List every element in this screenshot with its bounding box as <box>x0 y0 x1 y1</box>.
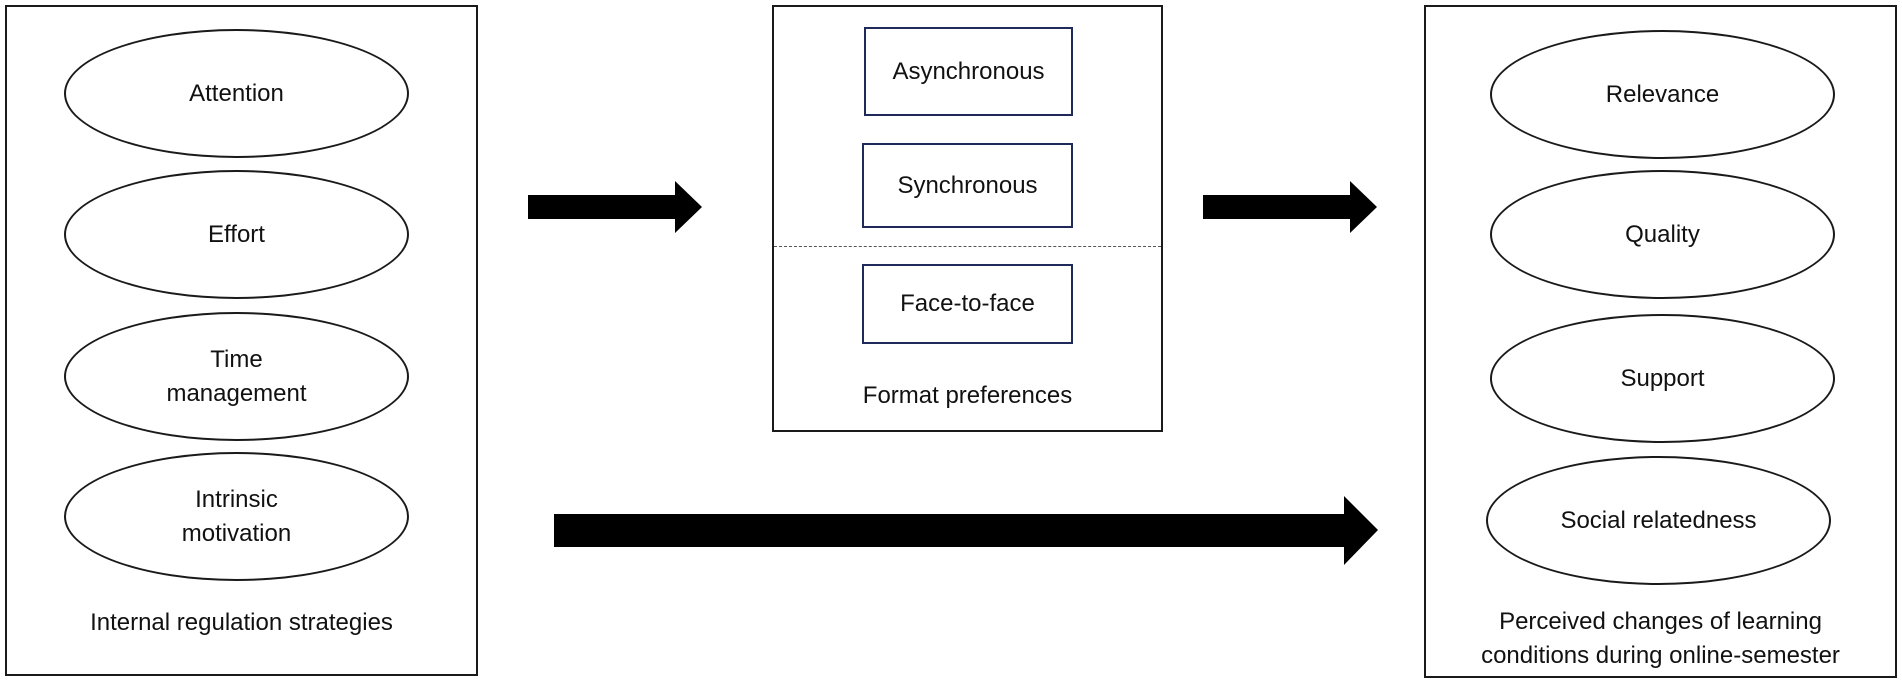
box-face-to-face: Face-to-face <box>862 264 1073 344</box>
arrow-shape <box>528 181 702 233</box>
arrow-left-to-middle <box>528 181 702 233</box>
arrow-middle-to-right <box>1203 181 1377 233</box>
arrow-shape <box>1203 181 1377 233</box>
ellipse-support: Support <box>1490 314 1835 443</box>
ellipse-relevance: Relevance <box>1490 30 1835 159</box>
box-label: Face-to-face <box>900 290 1035 317</box>
box-synchronous: Synchronous <box>862 143 1073 228</box>
box-label: Synchronous <box>897 171 1038 199</box>
box-asynchronous: Asynchronous <box>864 27 1073 116</box>
ellipse-effort: Effort <box>64 170 409 299</box>
ellipse-time-management: Time management <box>64 312 409 441</box>
right-panel-caption: Perceived changes of learning conditions… <box>1481 608 1840 669</box>
box-label: Asynchronous <box>892 57 1045 85</box>
ellipse-label: Quality <box>1625 220 1700 248</box>
ellipse-label: Support <box>1620 364 1705 392</box>
ellipse-label: Time management <box>166 345 307 407</box>
arrow-left-to-right <box>554 496 1378 565</box>
ellipse-label: Social relatedness <box>1560 506 1757 534</box>
ellipse-label: Relevance <box>1605 80 1720 108</box>
ellipse-intrinsic-motivation: Intrinsic motivation <box>64 452 409 581</box>
perceived-changes-panel: Relevance Quality Support Social related… <box>1424 5 1897 678</box>
middle-panel-caption: Format preferences <box>862 382 1073 409</box>
ellipse-quality: Quality <box>1490 170 1835 299</box>
ellipse-social-relatedness: Social relatedness <box>1486 456 1831 585</box>
ellipse-label: Intrinsic motivation <box>181 485 292 547</box>
ellipse-attention: Attention <box>64 29 409 158</box>
left-panel-caption: Internal regulation strategies <box>90 609 393 636</box>
internal-regulation-panel: Attention Effort Time management Intrins… <box>5 5 478 676</box>
arrow-shape <box>554 496 1378 565</box>
dashed-divider <box>774 246 1161 247</box>
format-preferences-panel: Asynchronous Synchronous Face-to-face Fo… <box>772 5 1163 432</box>
ellipse-label: Attention <box>189 79 284 107</box>
ellipse-label: Effort <box>208 220 265 248</box>
